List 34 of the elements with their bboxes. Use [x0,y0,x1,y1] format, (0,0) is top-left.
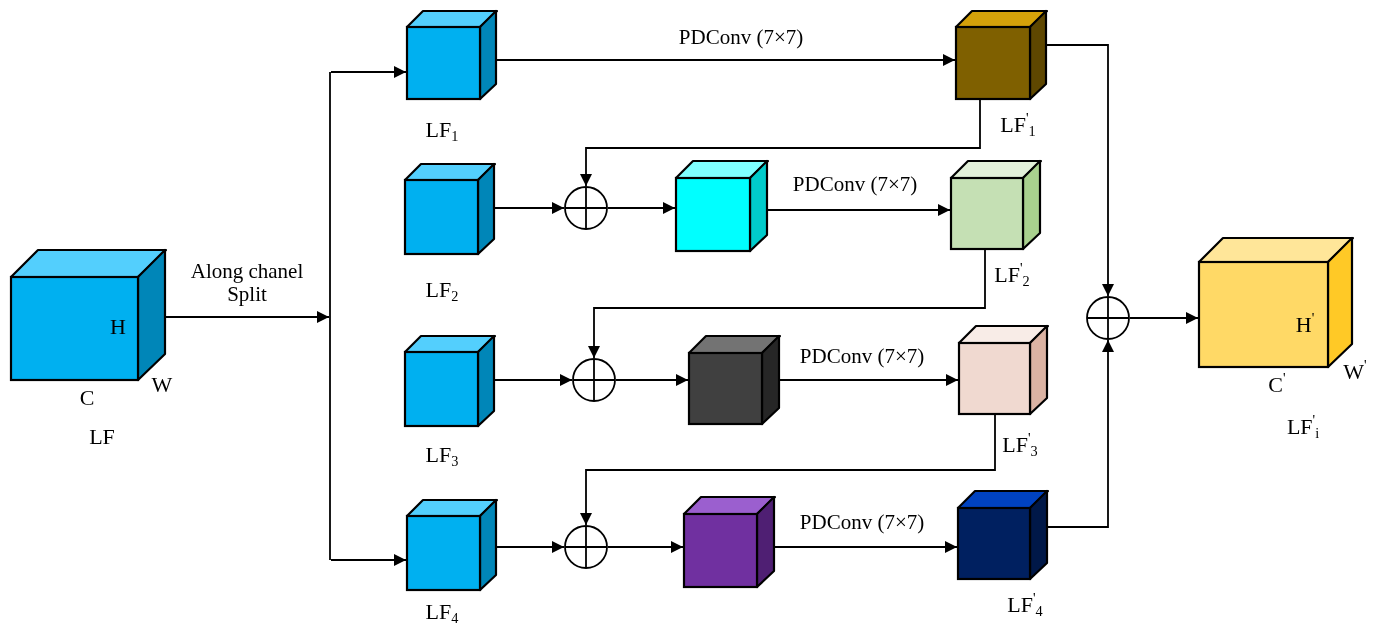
arrow [330,554,407,566]
arrow [774,541,958,553]
feature-label: LF$_{3}$ [425,444,459,466]
dimension-label: W$^{'}$ [1343,361,1367,383]
dimension-label: C [79,387,95,409]
feature-label: LF$_{2}$ [425,279,459,301]
dimension-label: W [151,374,173,396]
edge-label: PDConv (7×7) [799,511,925,535]
arrow [496,541,565,553]
feature-label: LF [89,426,115,448]
arrow [165,311,330,323]
arrow [767,204,951,216]
arrow [494,374,573,386]
edge-label: PDConv (7×7) [678,26,804,50]
arrow [607,202,676,214]
arrow [330,66,407,78]
dimension-label: C$^{'}$ [1268,374,1286,396]
feature-label: LF$_{1}$ [425,119,459,141]
edge-label: PDConv (7×7) [792,173,918,197]
arrow [607,541,684,553]
arrow [615,374,689,386]
arrow [779,374,959,386]
arrow [1129,312,1199,324]
arrow [588,249,986,359]
arrow [580,414,996,526]
feature-label: LF$_{4}$ [425,601,459,623]
arrow [496,54,956,66]
arrow [1046,44,1114,297]
arrow [494,202,565,214]
arrow [580,99,981,187]
dimension-label: H$^{'}$ [1295,314,1315,336]
dimension-label: H [110,316,126,338]
edge-label: PDConv (7×7) [799,345,925,369]
arrow [1047,339,1114,528]
